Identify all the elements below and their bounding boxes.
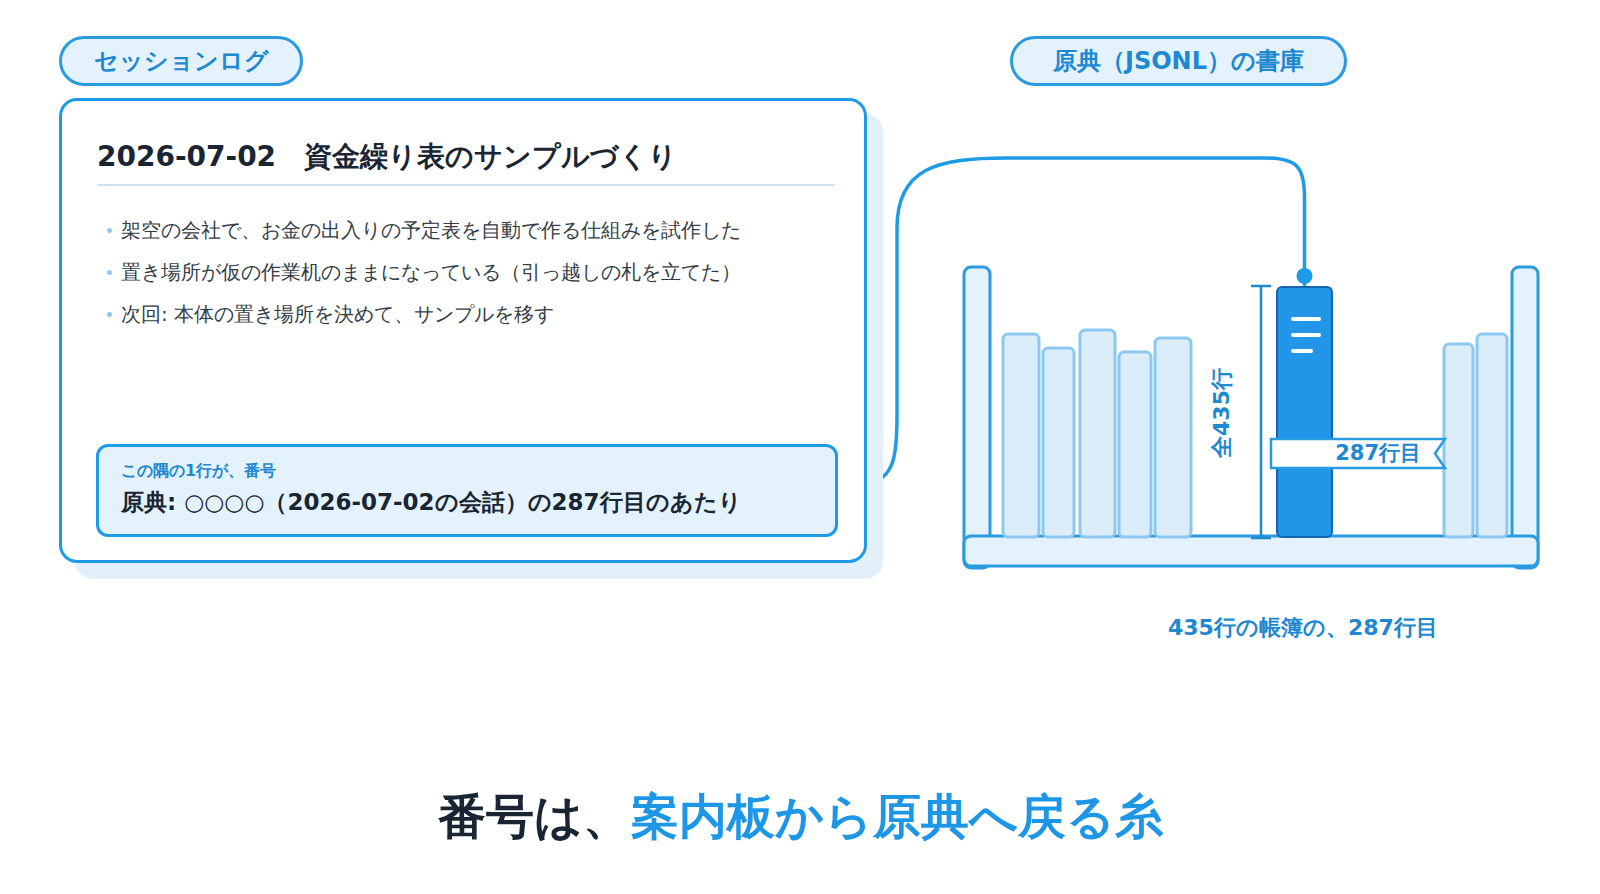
book (1080, 330, 1115, 537)
ribbon-text: 287行目 (1271, 439, 1421, 468)
connector-line (867, 158, 1305, 485)
heading-text: 2026-07-02 資金繰り表のサンプルづくり (97, 138, 677, 176)
body-text: 架空の会社で、お金の出入りの予定表を自動で作る仕組みを試作した (121, 217, 741, 243)
connector-dot (1297, 268, 1313, 284)
bullet-dot (107, 270, 112, 275)
book (1155, 338, 1191, 537)
book (1043, 348, 1074, 537)
book-line (1293, 333, 1319, 337)
title-underline (97, 184, 835, 186)
bullet-dot (107, 312, 112, 317)
reference-box: この隅の1行が、番号原典: ○○○○（2026-07-02の会話）の287行目の… (96, 444, 838, 537)
dimension-line (1260, 286, 1263, 538)
section-pill: セッションログ (59, 36, 303, 86)
body-text: 次回: 本体の置き場所を決めて、サンプルを移す (121, 301, 554, 327)
heading-text: この隅の1行が、番号 (121, 461, 276, 482)
shelf-base (964, 536, 1538, 566)
book-line (1293, 349, 1311, 353)
session-card: 2026-07-02 資金繰り表のサンプルづくり架空の会社で、お金の出入りの予定… (59, 98, 867, 563)
source-book: 287行目 (1276, 286, 1333, 538)
book-decor (1275, 285, 1475, 545)
dimension-label: 全435行 (1207, 368, 1237, 458)
shelf-upright (1512, 267, 1538, 568)
ribbon (1271, 439, 1445, 468)
section-pill: 原典（JSONL）の書庫 (1010, 36, 1347, 86)
shelf-upright (964, 267, 990, 568)
book (1444, 344, 1473, 537)
book (1119, 352, 1151, 537)
body-text: 原典: ○○○○（2026-07-02の会話）の287行目のあたり (121, 487, 742, 518)
caption: 番号は、案内板から原典へ戻る糸 (438, 785, 1163, 849)
heading-text: 原典（JSONL）の書庫 (1053, 45, 1304, 77)
book (1477, 334, 1507, 537)
book (1003, 334, 1039, 537)
body-text: 置き場所が仮の作業机のままになっている（引っ越しの札を立てた） (121, 259, 741, 285)
dimension-tick (1251, 285, 1271, 288)
thread-connector (863, 158, 1313, 493)
caption-wrap: 番号は、案内板から原典へ戻る糸 (0, 785, 1600, 849)
bullet-dot (107, 228, 112, 233)
dimension-tick (1251, 537, 1271, 540)
book-line (1293, 317, 1319, 321)
note-label: 435行の帳簿の、287行目 (1168, 613, 1438, 643)
heading-text: セッションログ (94, 45, 269, 77)
